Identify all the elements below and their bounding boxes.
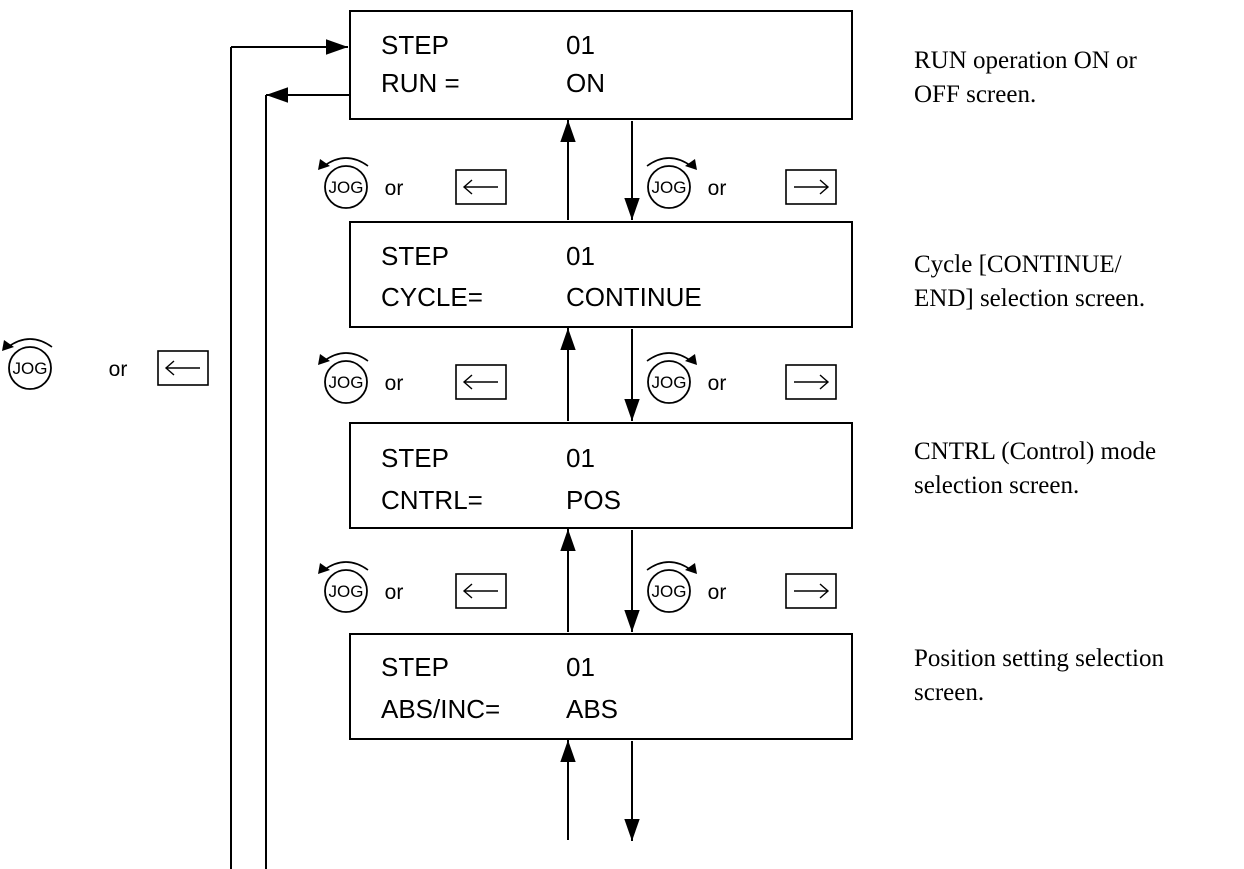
return-loop-outer xyxy=(230,39,348,869)
jog-dial-counterclockwise-icon: JOG xyxy=(318,561,369,613)
jog-dial-clockwise-icon: JOG xyxy=(646,561,697,613)
screen-step-label: STEP xyxy=(381,652,449,682)
caption-cycle: Cycle [CONTINUE/ END] selection screen. xyxy=(914,248,1145,316)
jog-label: JOG xyxy=(13,359,48,378)
jog-dial-clockwise-icon: JOG xyxy=(646,352,697,404)
jog-label: JOG xyxy=(329,178,364,197)
jog-or-key-group: JOG or xyxy=(318,561,507,613)
or-label: or xyxy=(109,358,128,381)
or-label: or xyxy=(385,581,404,604)
screen-step-label: STEP xyxy=(381,443,449,473)
jog-label: JOG xyxy=(652,373,687,392)
screen-step-value: 01 xyxy=(566,652,595,682)
jog-dial-clockwise-icon: JOG xyxy=(646,157,697,209)
screen-step-label: STEP xyxy=(381,30,449,60)
jog-or-key-group: JOG or xyxy=(646,352,837,404)
jog-or-key-group: JOG or xyxy=(646,561,837,613)
left-arrow-key-icon xyxy=(157,350,209,386)
left-arrow-key-icon xyxy=(455,573,507,609)
screen-param-value: ON xyxy=(566,68,605,98)
caption-line: END] selection screen. xyxy=(914,285,1146,312)
jog-dial-counterclockwise-icon: JOG xyxy=(318,157,369,209)
jog-or-key-group: JOG or xyxy=(318,157,507,209)
jog-dial-counterclockwise-icon: JOG xyxy=(318,352,369,404)
jog-or-key-group: JOG or xyxy=(646,157,837,209)
screen-param-label: RUN = xyxy=(381,68,460,98)
caption-line: CNTRL (Control) mode xyxy=(914,438,1157,465)
right-arrow-key-icon xyxy=(785,169,837,205)
or-label: or xyxy=(385,177,404,200)
lcd-screen-abs-inc: STEP 01 ABS/INC= ABS xyxy=(349,633,853,740)
caption-run: RUN operation ON or OFF screen. xyxy=(914,44,1137,112)
or-label: or xyxy=(708,372,727,395)
caption-line: RUN operation ON or xyxy=(914,47,1137,74)
jog-dial-counterclockwise-icon: JOG xyxy=(2,338,53,390)
screen-step-label: STEP xyxy=(381,241,449,271)
jog-or-key-group: JOG or xyxy=(2,338,209,390)
jog-or-key-group: JOG or xyxy=(318,352,507,404)
jog-label: JOG xyxy=(329,582,364,601)
or-label: or xyxy=(708,581,727,604)
or-label: or xyxy=(708,177,727,200)
transition-arrows xyxy=(560,120,640,841)
caption-line: screen. xyxy=(914,679,985,706)
left-arrow-key-icon xyxy=(455,364,507,400)
caption-cntrl: CNTRL (Control) mode selection screen. xyxy=(914,435,1156,503)
jog-label: JOG xyxy=(329,373,364,392)
caption-line: OFF screen. xyxy=(914,81,1037,108)
screen-param-label: CYCLE= xyxy=(381,282,483,312)
lcd-screen-cycle: STEP 01 CYCLE= CONTINUE xyxy=(349,221,853,328)
jog-label: JOG xyxy=(652,582,687,601)
screen-param-value: POS xyxy=(566,485,621,515)
screen-param-label: CNTRL= xyxy=(381,485,483,515)
screen-param-label: ABS/INC= xyxy=(381,694,501,724)
caption-line: Position setting selection xyxy=(914,645,1164,672)
caption-line: Cycle [CONTINUE/ xyxy=(914,251,1122,278)
jog-label: JOG xyxy=(652,178,687,197)
lcd-screen-cntrl: STEP 01 CNTRL= POS xyxy=(349,422,853,529)
right-arrow-key-icon xyxy=(785,364,837,400)
left-arrow-key-icon xyxy=(455,169,507,205)
caption-line: selection screen. xyxy=(914,472,1080,499)
screen-param-value: ABS xyxy=(566,694,619,724)
or-label: or xyxy=(385,372,404,395)
screen-param-value: CONTINUE xyxy=(566,282,702,312)
caption-abs-inc: Position setting selection screen. xyxy=(914,642,1164,710)
screen-step-value: 01 xyxy=(566,443,595,473)
right-arrow-key-icon xyxy=(785,573,837,609)
screen-step-value: 01 xyxy=(566,30,595,60)
lcd-screen-run: STEP 01 RUN = ON xyxy=(349,10,853,120)
screen-step-value: 01 xyxy=(566,241,595,271)
return-loop-inner xyxy=(265,87,349,869)
